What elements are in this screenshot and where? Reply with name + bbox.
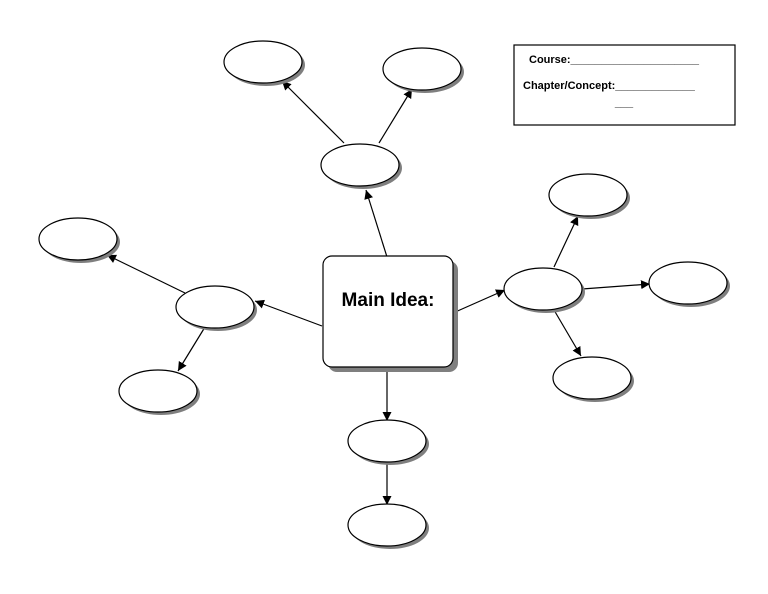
node-lower-right	[552, 356, 634, 402]
main-idea-label: Main Idea:	[342, 290, 435, 311]
arrow-right-hub-to-right	[581, 280, 651, 290]
node-bottom-hub	[347, 419, 429, 465]
connectors	[106, 80, 651, 505]
arrow-top-hub-to-top-left	[281, 80, 345, 144]
node-top-left	[223, 40, 305, 86]
arrow-top-hub-to-top-right	[378, 88, 413, 144]
node-right-hub	[503, 267, 585, 313]
arrow-right-hub-to-lower-right	[553, 309, 582, 357]
node-bottom	[347, 503, 429, 549]
arrow-main-to-top-hub	[364, 189, 388, 258]
course-line: Course:_____________________	[529, 54, 700, 66]
nodes	[38, 40, 730, 549]
arrow-main-to-left-hub	[254, 299, 323, 327]
chapter-line-continued: ___	[614, 97, 634, 109]
node-right	[648, 261, 730, 307]
node-top-hub	[320, 143, 402, 189]
arrow-left-hub-to-lower-left	[177, 326, 206, 372]
node-left-hub	[175, 285, 257, 331]
node-upper-left	[38, 217, 120, 263]
node-top-right	[382, 47, 464, 93]
chapter-line: Chapter/Concept:_____________	[523, 80, 696, 92]
arrow-right-hub-to-upper-right	[553, 215, 579, 268]
node-upper-right	[548, 173, 630, 219]
node-lower-left	[118, 369, 200, 415]
course-info-box: Course:_____________________ Chapter/Con…	[513, 44, 736, 126]
arrow-left-hub-to-upper-left	[106, 254, 186, 294]
main-idea-node: Main Idea:	[322, 255, 458, 372]
arrow-main-to-right-hub	[452, 289, 506, 314]
